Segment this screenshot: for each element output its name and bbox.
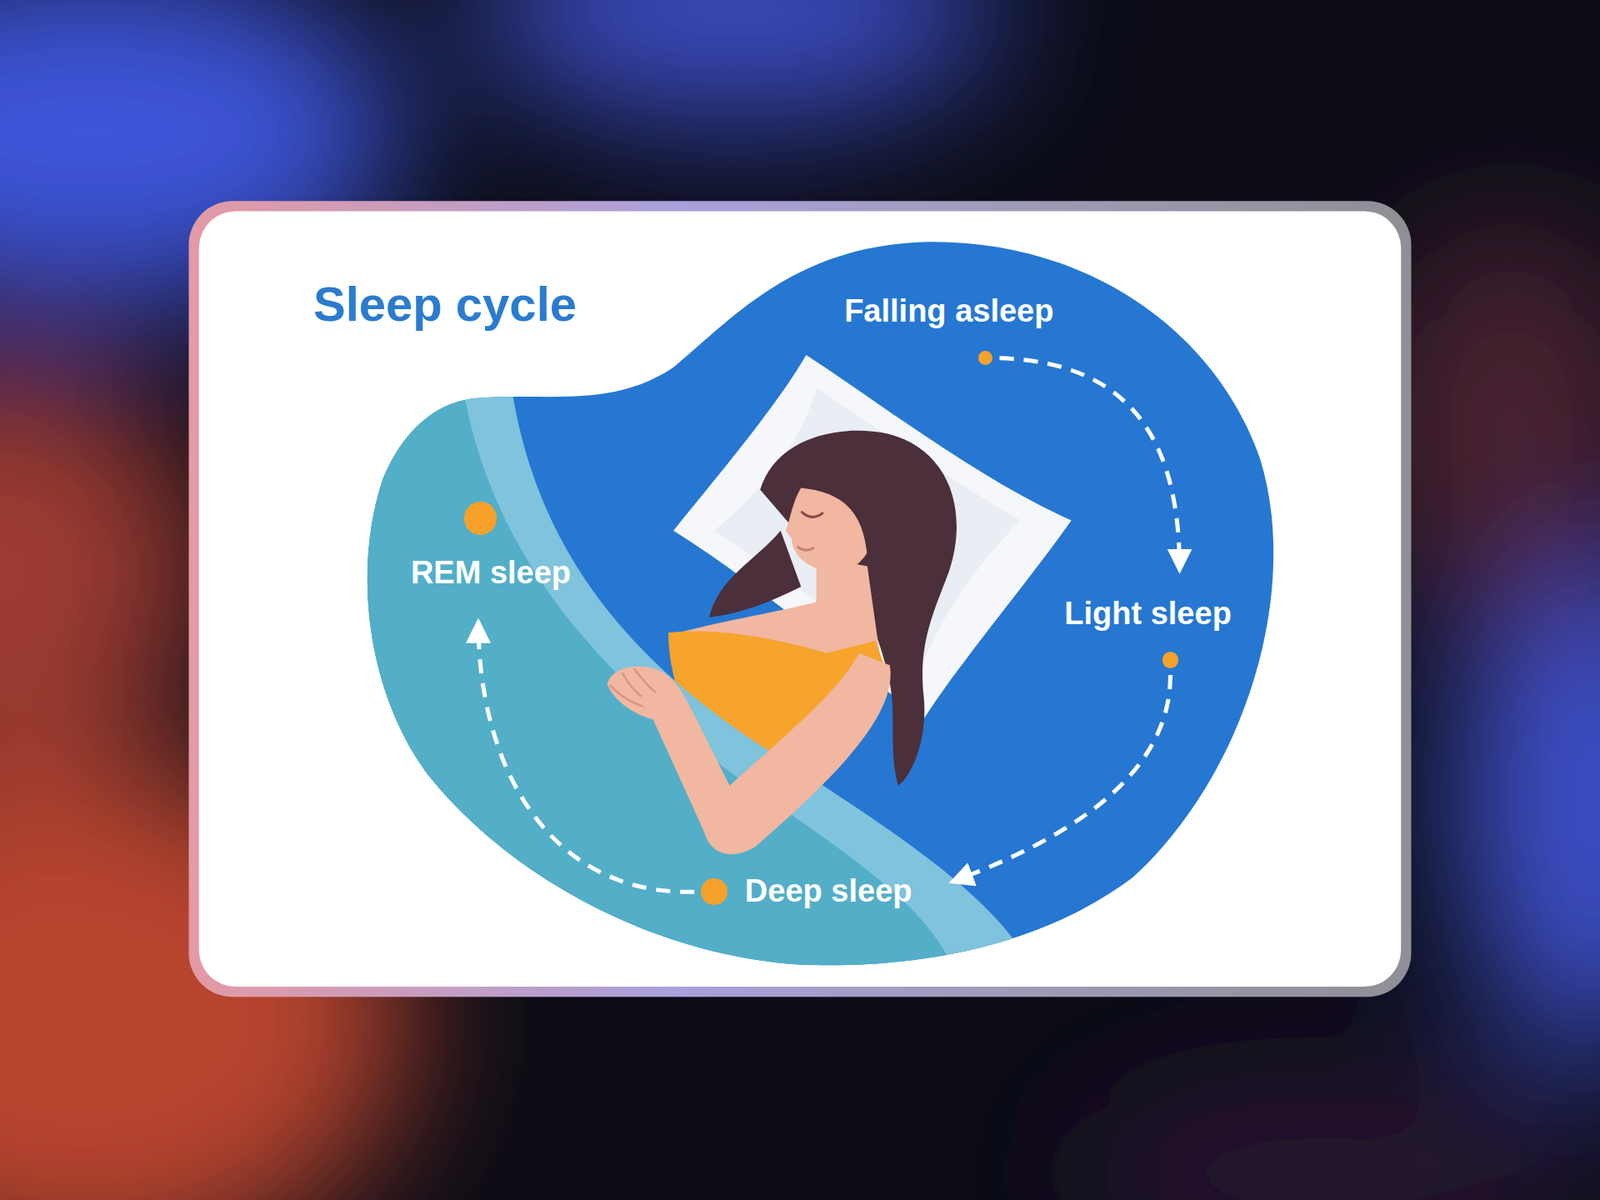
- glow: [469, 0, 1000, 123]
- stage-label: Falling asleep: [844, 292, 1054, 331]
- blanket-band: [305, 377, 1020, 1020]
- closed-eye: [801, 512, 822, 518]
- stage-dot: Deep sleep: [700, 878, 728, 905]
- fingers: [610, 669, 655, 706]
- stage-dot: Light sleep: [1162, 651, 1180, 669]
- dashed-arrow: [478, 621, 695, 892]
- glow: [1060, 1081, 1592, 1200]
- stage-dot: REM sleep: [464, 501, 497, 535]
- blanket: [305, 377, 949, 1020]
- mouth: [798, 546, 814, 550]
- stage-label: Light sleep: [1064, 595, 1232, 634]
- stage-label: Deep sleep: [745, 872, 913, 911]
- hair: [799, 450, 894, 556]
- glow: [0, 367, 205, 776]
- arm: [607, 653, 891, 855]
- hair: [709, 530, 801, 618]
- sleeper: [305, 355, 1071, 1020]
- diagram-title: Sleep cycle: [313, 275, 577, 334]
- dashed-arrow: [999, 358, 1180, 571]
- stage-label: REM sleep: [410, 554, 571, 593]
- dashed-arrow: [952, 675, 1171, 882]
